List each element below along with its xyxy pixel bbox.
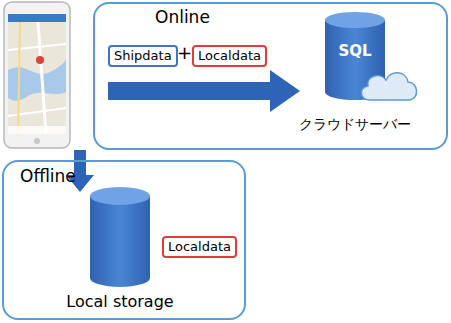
data-label: Localdata bbox=[168, 239, 231, 254]
upload-arrow bbox=[108, 70, 300, 112]
cloud-icon bbox=[361, 73, 416, 100]
data-box: Shipdata bbox=[108, 45, 178, 67]
smartphone-icon bbox=[4, 2, 70, 148]
online-panel: OnlineSQL クラウドサーバー Shipdata Localdata bbox=[93, 2, 448, 150]
data-label: Shipdata bbox=[114, 48, 172, 63]
db-label: SQL bbox=[290, 42, 420, 60]
data-label: Localdata bbox=[198, 48, 261, 63]
data-box: Localdata bbox=[192, 45, 267, 67]
sql-server: SQL クラウドサーバー bbox=[290, 10, 420, 148]
server-label: クラウドサーバー bbox=[290, 116, 420, 133]
data-box: Localdata bbox=[162, 236, 237, 258]
panel-title: Offline bbox=[20, 166, 76, 186]
offline-panel: OfflineLocal storage Localdata bbox=[2, 160, 246, 320]
local-storage-icon bbox=[90, 187, 150, 287]
storage-label: Local storage bbox=[30, 292, 210, 311]
panel-title: Online bbox=[155, 7, 210, 27]
plus-sign: + bbox=[177, 42, 192, 64]
